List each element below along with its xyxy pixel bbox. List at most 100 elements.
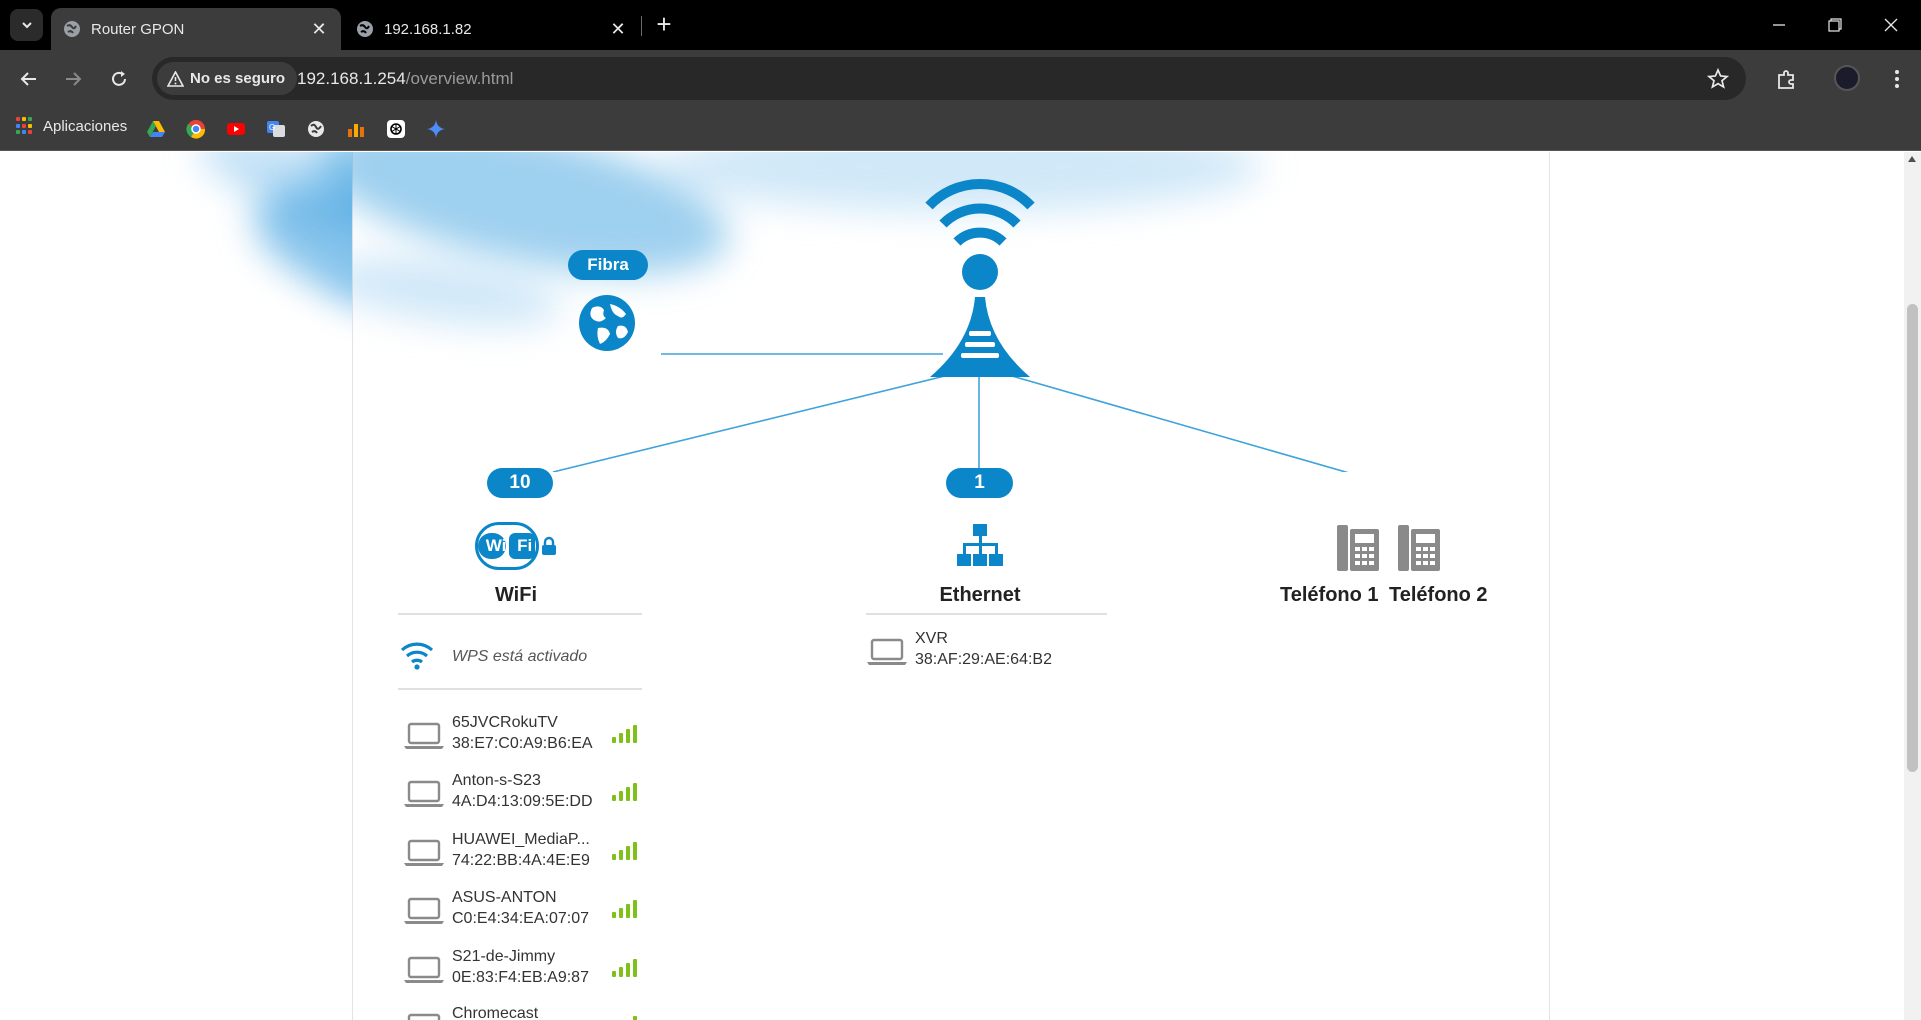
laptop-icon [407, 1013, 441, 1020]
close-icon[interactable]: ✕ [610, 18, 626, 39]
device-name: S21-de-Jimmy [452, 948, 556, 965]
ethernet-title: Ethernet [939, 584, 1021, 606]
bookmark-apps-label: Aplicaciones [43, 117, 128, 135]
device-mac: 0E:83:F4:EB:A9:87 [452, 969, 589, 986]
signal-strength-icon [612, 959, 640, 977]
security-chip[interactable]: No es seguro [157, 62, 298, 95]
menu-button[interactable] [1883, 65, 1911, 93]
phone-link-line [1004, 373, 1349, 472]
close-icon [1884, 18, 1898, 32]
url-path: /overview.html [405, 69, 514, 88]
wifi-logo[interactable]: Wi Fi [475, 522, 557, 574]
new-tab-button[interactable]: + [656, 9, 672, 39]
wifi-count-badge: 10 [487, 468, 553, 498]
warning-icon [167, 70, 184, 87]
laptop-icon [404, 780, 444, 807]
wifi-logo-fill [478, 533, 506, 559]
laptop-icon [867, 638, 907, 665]
fiber-label: Fibra [587, 255, 629, 274]
device-mac: C0:E4:34:EA:07:07 [452, 910, 589, 927]
tab-title: 192.168.1.82 [384, 21, 472, 38]
extensions-button[interactable] [1773, 65, 1801, 93]
globe-icon [64, 21, 80, 37]
phone-2-icon[interactable] [1398, 525, 1440, 571]
device-mac: 4A:D4:13:09:5E:DD [452, 793, 593, 810]
list-item[interactable]: XVR 38:AF:29:AE:64:B2 [866, 630, 1106, 678]
wifi-logo-text: Wi Fi [485, 536, 533, 555]
fiber-badge: Fibra [568, 250, 648, 280]
wifi-count: 10 [509, 472, 531, 493]
globe-icon[interactable] [578, 294, 636, 352]
tab-separator [641, 16, 642, 36]
globe-icon [357, 21, 373, 37]
kebab-menu-icon [1895, 70, 1899, 88]
url-text[interactable]: 192.168.1.254/overview.html [297, 69, 513, 89]
close-icon[interactable]: ✕ [311, 18, 327, 39]
lock-icon [542, 536, 556, 555]
list-item[interactable]: HUAWEI_MediaP... 74:22:BB:4A:4E:E9 [403, 831, 643, 879]
svg-text:G: G [269, 123, 275, 132]
ethernet-count-badge: 1 [946, 468, 1013, 498]
tab-search-button[interactable] [10, 9, 43, 41]
scroll-up-arrow-icon[interactable] [1908, 156, 1916, 162]
vertical-scrollbar[interactable] [1904, 152, 1921, 1020]
tab-title: Router GPON [91, 21, 185, 38]
bookmark-apps[interactable]: Aplicaciones [16, 117, 127, 135]
close-window-button[interactable] [1876, 10, 1906, 40]
address-bar[interactable]: No es seguro 192.168.1.254/overview.html [152, 57, 1746, 100]
chrome-web-store-icon[interactable] [186, 119, 206, 139]
apps-grid-icon [16, 117, 34, 135]
tab-192-168-1-82[interactable]: 192.168.1.82 ✕ [344, 8, 640, 50]
overview-panel: Fibra 10 1 Wi Fi WiFi [304, 152, 1550, 1020]
page-viewport: Fibra 10 1 Wi Fi WiFi [0, 152, 1904, 1020]
scrollbar-thumb[interactable] [1907, 304, 1918, 772]
network-hub-icon[interactable] [957, 524, 1003, 568]
device-name: ASUS-ANTON [452, 889, 557, 906]
reload-button[interactable] [104, 64, 134, 94]
list-item[interactable]: S21-de-Jimmy 0E:83:F4:EB:A9:87 [403, 948, 643, 996]
wifi-link-line [552, 373, 954, 472]
tab-router-gpon[interactable]: Router GPON ✕ [51, 8, 341, 50]
wps-status: WPS está activado [452, 648, 588, 665]
restore-button[interactable] [1820, 10, 1850, 40]
google-drive-icon[interactable] [146, 119, 166, 139]
bookmark-star-icon[interactable] [1706, 67, 1730, 91]
profile-avatar[interactable] [1834, 65, 1860, 91]
list-item[interactable]: 65JVCRokuTV 38:E7:C0:A9:B6:EA [403, 714, 643, 762]
phone-1-icon[interactable] [1337, 525, 1379, 571]
globe-icon[interactable] [306, 119, 326, 139]
ethernet-count: 1 [974, 472, 985, 493]
signal-strength-icon [612, 900, 640, 918]
signal-strength-icon [612, 842, 640, 860]
minimize-button[interactable] [1764, 10, 1794, 40]
wps-divider [398, 688, 642, 690]
youtube-icon[interactable] [226, 119, 246, 139]
chatgpt-icon[interactable] [386, 119, 406, 139]
forward-button[interactable] [58, 64, 88, 94]
device-name: XVR [915, 630, 948, 647]
phone-1-title: Teléfono 1 [1280, 584, 1379, 606]
device-name: Chromecast [452, 1005, 539, 1020]
browser-toolbar: No es seguro 192.168.1.254/overview.html [0, 50, 1921, 107]
list-item[interactable]: Anton-s-S23 4A:D4:13:09:5E:DD [403, 772, 643, 820]
tab-bar: Router GPON ✕ 192.168.1.82 ✕ + [0, 0, 1921, 50]
device-mac: 74:22:BB:4A:4E:E9 [452, 852, 590, 869]
list-item[interactable]: Chromecast [403, 1005, 643, 1020]
wifi-title: WiFi [494, 584, 538, 606]
back-button[interactable] [14, 64, 44, 94]
device-name: HUAWEI_MediaP... [452, 831, 590, 848]
bookmarks-bar: Aplicaciones G [0, 107, 1921, 151]
device-mac: 38:E7:C0:A9:B6:EA [452, 735, 593, 752]
chevron-down-icon [21, 22, 32, 29]
signal-strength-icon [612, 725, 640, 743]
google-translate-icon[interactable]: G [266, 119, 286, 139]
wifi-signal-icon [400, 642, 434, 670]
gemini-icon[interactable] [426, 119, 446, 139]
router-icon[interactable] [925, 172, 1035, 382]
list-item[interactable]: ASUS-ANTON C0:E4:34:EA:07:07 [403, 889, 643, 937]
arrow-left-icon [20, 72, 36, 86]
laptop-icon [404, 897, 444, 924]
arrow-right-icon [66, 72, 82, 86]
ethernet-divider [866, 613, 1107, 615]
analytics-icon[interactable] [346, 119, 366, 139]
